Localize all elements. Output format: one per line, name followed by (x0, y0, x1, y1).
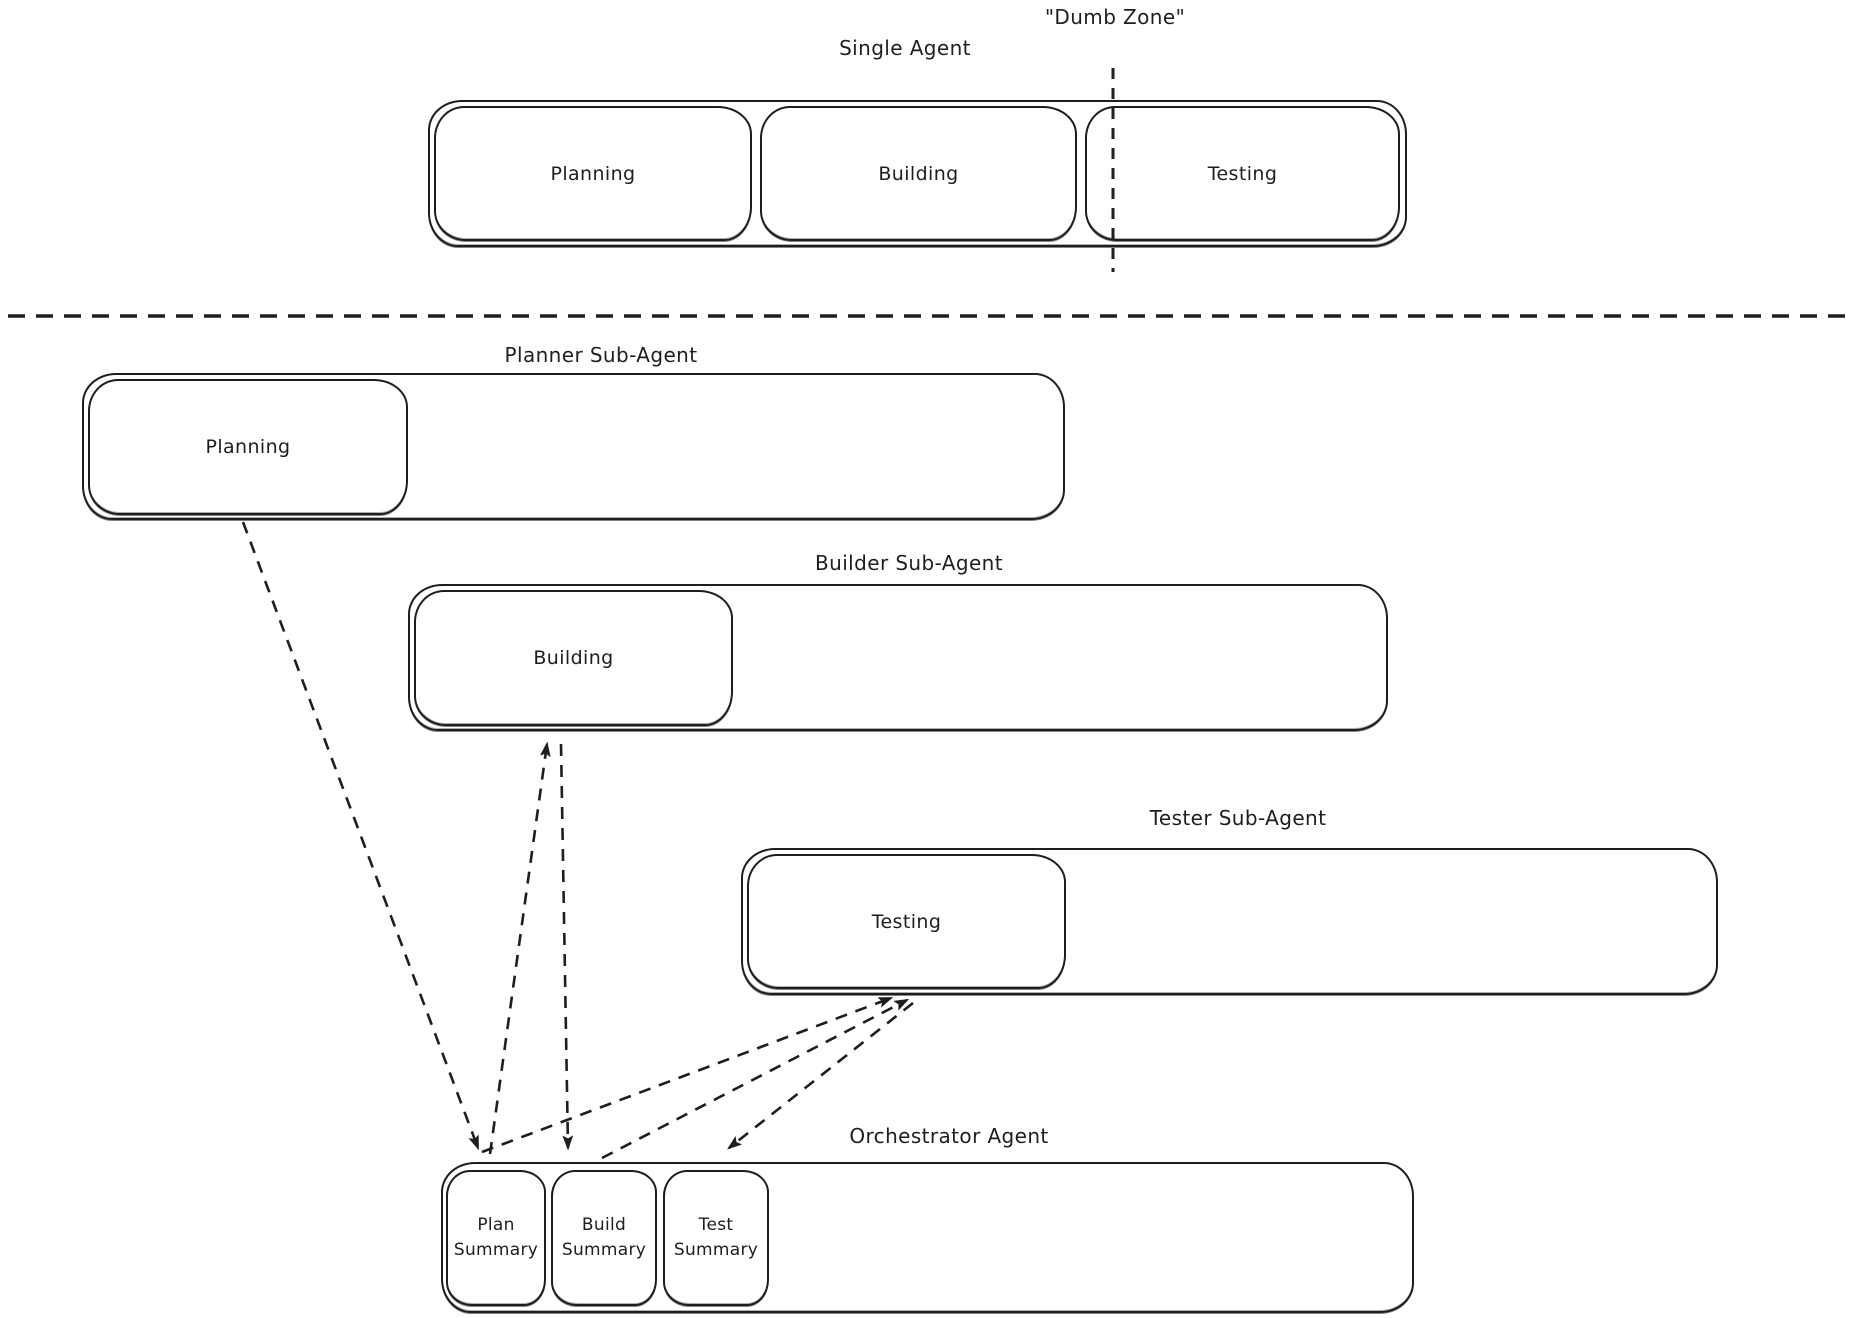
planner-planning-label: Planning (205, 436, 291, 458)
connector-plan-summary-to-testing (481, 996, 891, 1154)
builder-building-label: Building (533, 647, 614, 669)
build-summary-label: Build Summary (561, 1214, 647, 1261)
plan-summary-label: Plan Summary (453, 1214, 539, 1261)
dumb-zone-label: "Dumb Zone" (1044, 5, 1186, 29)
single-agent-testing-box: Testing (1085, 106, 1400, 241)
build-summary-box: Build Summary (551, 1170, 657, 1306)
tester-subagent-title: Tester Sub-Agent (1149, 806, 1327, 830)
single-agent-building-label: Building (878, 162, 959, 185)
connector-plan-summary-to-building (488, 744, 547, 1155)
single-agent-testing-label: Testing (1207, 162, 1278, 185)
builder-building-box: Building (414, 590, 733, 726)
connector-building-to-build-summary (559, 743, 568, 1148)
single-agent-planning-label: Planning (550, 162, 636, 185)
tester-testing-label: Testing (871, 910, 942, 933)
planner-subagent-title: Planner Sub-Agent (504, 343, 698, 367)
test-summary-box: Test Summary (663, 1170, 769, 1306)
single-agent-planning-box: Planning (434, 106, 752, 241)
plan-summary-box: Plan Summary (446, 1170, 546, 1306)
single-agent-title: Single Agent (839, 36, 971, 60)
single-agent-building-box: Building (760, 106, 1077, 241)
builder-subagent-title: Builder Sub-Agent (815, 551, 1003, 575)
planner-planning-box: Planning (88, 379, 408, 515)
test-summary-label: Test Summary (673, 1214, 759, 1261)
tester-testing-box: Testing (747, 854, 1066, 989)
orchestrator-agent-title: Orchestrator Agent (849, 1124, 1049, 1148)
